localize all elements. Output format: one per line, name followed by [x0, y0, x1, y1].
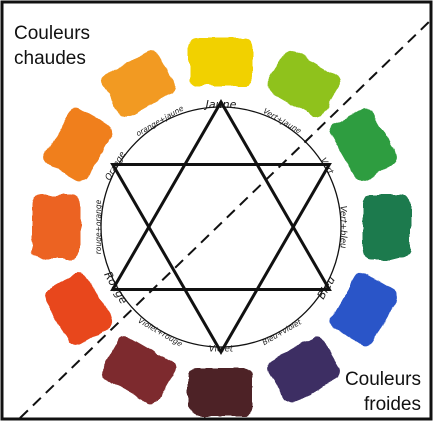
cold-colors-label: Couleurs froides — [345, 367, 421, 417]
warm-label-line1: Couleurs — [14, 21, 90, 46]
warm-label-line2: chaudes — [14, 46, 90, 71]
name-vert-bleu: Vert+bleu — [338, 206, 348, 249]
swatch-jaune — [189, 38, 253, 86]
warm-colors-label: Couleurs chaudes — [14, 21, 90, 71]
swatch-rouge-orange — [32, 195, 80, 259]
cold-label-line1: Couleurs — [345, 367, 421, 392]
cold-label-line2: froides — [345, 392, 421, 417]
swatch-vert-bleu — [362, 195, 410, 259]
name-rouge-orange: rouge+orange — [94, 199, 103, 254]
swatch-violet — [189, 368, 253, 416]
